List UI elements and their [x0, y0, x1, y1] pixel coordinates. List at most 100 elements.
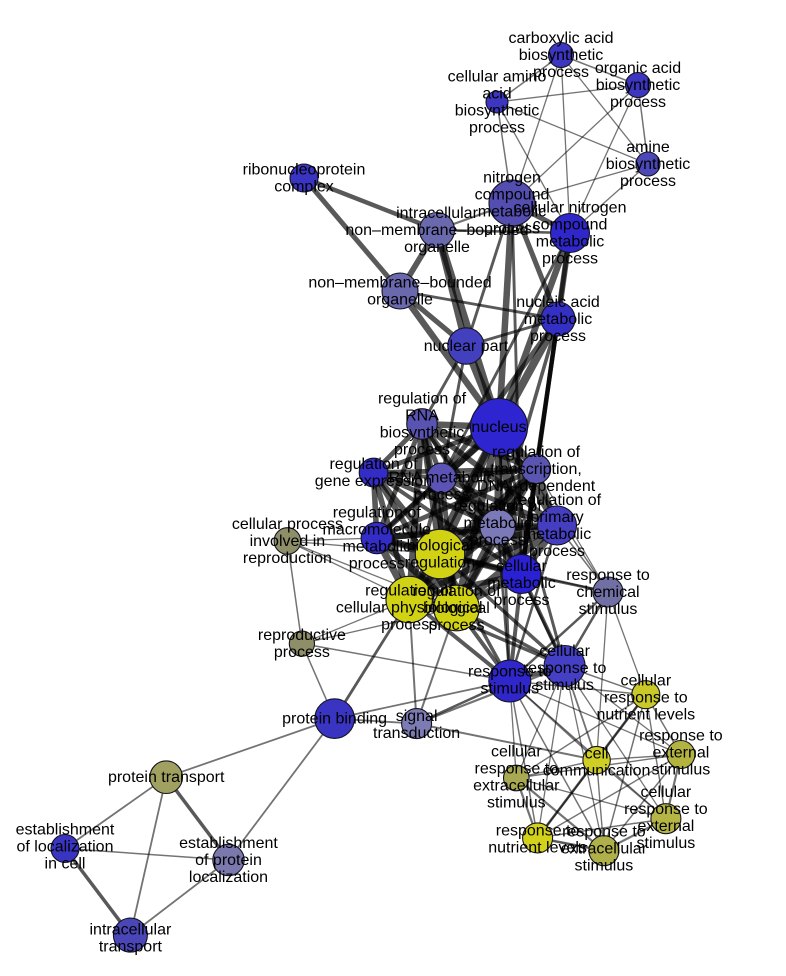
svg-text:process: process: [394, 442, 450, 459]
svg-text:cell: cell: [585, 746, 609, 763]
svg-text:regulation of: regulation of: [513, 492, 602, 509]
svg-text:process: process: [493, 592, 549, 609]
svg-text:stimulus: stimulus: [652, 762, 711, 779]
svg-text:in cell: in cell: [45, 856, 86, 873]
svg-text:process: process: [620, 173, 676, 190]
svg-text:localization: localization: [189, 869, 268, 886]
svg-text:cellular amino: cellular amino: [448, 69, 547, 86]
svg-text:process: process: [610, 94, 666, 111]
svg-text:metabolic: metabolic: [463, 515, 531, 532]
svg-text:transport: transport: [99, 939, 163, 956]
svg-text:stimulus: stimulus: [579, 601, 638, 618]
svg-text:cellular process: cellular process: [232, 516, 343, 533]
svg-text:compound: compound: [475, 187, 550, 204]
svg-text:response to: response to: [624, 801, 708, 818]
svg-text:nucleus: nucleus: [471, 419, 526, 436]
svg-text:process: process: [529, 543, 585, 560]
svg-text:response to: response to: [566, 567, 650, 584]
svg-text:regulation of: regulation of: [333, 505, 422, 522]
svg-text:response to: response to: [474, 761, 558, 778]
svg-text:compound: compound: [533, 217, 608, 234]
svg-text:external: external: [637, 818, 694, 835]
svg-text:regulation: regulation: [405, 555, 475, 572]
svg-text:involved in: involved in: [250, 533, 326, 550]
svg-text:RNA metabolic: RNA metabolic: [389, 470, 495, 487]
svg-text:metabolic: metabolic: [523, 526, 591, 543]
svg-text:extracellular: extracellular: [561, 841, 648, 858]
svg-text:response to: response to: [639, 728, 723, 745]
svg-text:establishment: establishment: [16, 822, 115, 839]
svg-text:reproduction: reproduction: [243, 550, 332, 567]
svg-text:regulation of: regulation of: [492, 444, 581, 461]
svg-text:process: process: [414, 487, 470, 504]
svg-text:complex: complex: [274, 179, 334, 196]
svg-text:external: external: [652, 745, 709, 762]
svg-text:cellular: cellular: [539, 643, 590, 660]
svg-text:regulation of: regulation of: [412, 583, 501, 600]
svg-text:macromolecule: macromolecule: [323, 522, 432, 539]
svg-text:nutrient levels: nutrient levels: [488, 839, 587, 856]
svg-text:nutrient levels: nutrient levels: [596, 707, 695, 724]
svg-text:nuclear part: nuclear part: [424, 338, 509, 355]
svg-text:amine: amine: [626, 139, 670, 156]
svg-text:transduction: transduction: [373, 725, 460, 742]
svg-text:biological: biological: [423, 600, 490, 617]
svg-text:intracellular: intracellular: [396, 205, 478, 222]
svg-text:transcription,: transcription,: [490, 461, 582, 478]
svg-text:response to: response to: [604, 690, 688, 707]
svg-text:process: process: [381, 617, 437, 634]
svg-text:cellular: cellular: [620, 673, 671, 690]
svg-text:response to: response to: [523, 660, 607, 677]
svg-text:cellular: cellular: [641, 784, 692, 801]
svg-text:organic acid: organic acid: [595, 60, 681, 77]
svg-text:communication: communication: [543, 763, 651, 780]
svg-text:signal: signal: [396, 708, 438, 725]
svg-text:carboxylic acid: carboxylic acid: [509, 30, 614, 47]
svg-text:non–membrane–bounded: non–membrane–bounded: [308, 275, 491, 292]
svg-text:response to: response to: [496, 822, 580, 839]
svg-text:extracellular: extracellular: [473, 778, 560, 795]
svg-text:regulation of: regulation of: [329, 456, 418, 473]
svg-text:biosynthetic: biosynthetic: [596, 77, 681, 94]
svg-text:chemical: chemical: [576, 584, 639, 601]
svg-text:organelle: organelle: [367, 292, 433, 309]
svg-text:protein transport: protein transport: [108, 769, 225, 786]
svg-text:metabolic: metabolic: [478, 204, 546, 221]
svg-text:regulation of: regulation of: [454, 498, 543, 515]
svg-text:process: process: [484, 221, 540, 238]
svg-text:DNA–dependent: DNA–dependent: [477, 478, 596, 495]
svg-text:response to: response to: [562, 824, 646, 841]
svg-text:nitrogen: nitrogen: [483, 170, 541, 187]
svg-text:cellular: cellular: [496, 558, 547, 575]
svg-text:process: process: [533, 64, 589, 81]
svg-text:of localization: of localization: [17, 839, 114, 856]
svg-text:stimulus: stimulus: [535, 677, 594, 694]
svg-text:of protein: of protein: [195, 852, 262, 869]
svg-text:metabolic: metabolic: [536, 234, 604, 251]
svg-text:nucleic acid: nucleic acid: [516, 294, 600, 311]
svg-text:primary: primary: [530, 509, 583, 526]
svg-text:response to: response to: [468, 664, 552, 681]
svg-text:stimulus: stimulus: [480, 681, 539, 698]
svg-text:process: process: [428, 617, 484, 634]
svg-text:biosynthetic: biosynthetic: [380, 425, 465, 442]
svg-text:reproductive: reproductive: [258, 627, 346, 644]
svg-text:biosynthetic: biosynthetic: [455, 103, 540, 120]
svg-text:ribonucleoprotein: ribonucleoprotein: [243, 162, 366, 179]
svg-text:process: process: [542, 251, 598, 268]
svg-text:metabolic: metabolic: [524, 311, 592, 328]
svg-text:acid: acid: [482, 86, 511, 103]
svg-text:process: process: [470, 532, 526, 549]
svg-text:organelle: organelle: [404, 239, 470, 256]
svg-text:gene expression: gene expression: [315, 473, 432, 490]
svg-text:stimulus: stimulus: [637, 835, 696, 852]
svg-text:establishment: establishment: [179, 835, 278, 852]
svg-text:process: process: [469, 120, 525, 137]
svg-text:RNA: RNA: [405, 408, 439, 425]
svg-text:stimulus: stimulus: [487, 795, 546, 812]
svg-text:metabolic: metabolic: [343, 539, 411, 556]
svg-text:cellular: cellular: [491, 744, 542, 761]
svg-text:regulation of: regulation of: [378, 391, 467, 408]
svg-text:stimulus: stimulus: [575, 858, 634, 875]
svg-text:metabolic: metabolic: [487, 575, 555, 592]
